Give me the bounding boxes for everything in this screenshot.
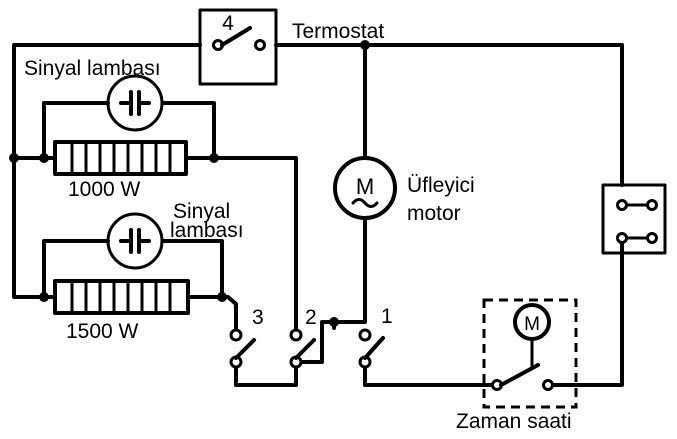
wire-lamp-bottom-loop [42,239,224,299]
switch-4-label: 4 [222,12,234,35]
blower-motor-symbol: M [356,174,374,199]
blower-motor-label-line2: motor [407,202,461,225]
signal-lamp-bottom-label-line1: Sinyal [173,200,230,223]
signal-lamp-top-icon [106,74,164,132]
terminal-block [601,183,667,255]
switch-3-contact-top [229,328,243,342]
junction-dot [209,153,219,163]
signal-lamp-bottom-electrodes [119,228,151,254]
wire-switch1-timer [363,360,494,387]
terminal-contact [616,199,628,211]
terminal-contact [616,232,628,244]
junction-dot [9,153,19,163]
timer-box [482,298,578,409]
switch-2-label: 2 [305,306,317,329]
blower-motor-label-line1: Üfleyici [407,174,475,197]
switch-2-contact-top [289,328,303,342]
blower-motor-tilde [351,198,379,208]
switch-3-blade [234,338,256,360]
thermostat-box [198,8,278,86]
wire-top-left [12,43,202,160]
heater-1000w-label: 1000 W [68,178,141,201]
signal-lamp-bottom-label-line2: lambası [170,219,244,242]
junction-dot [217,292,227,302]
switch-2-blade [294,338,316,360]
timer-contact-right [542,379,554,391]
terminal-links [625,203,649,240]
switch-3-label: 3 [252,306,264,329]
switch-1-contact-top [358,328,372,342]
junction-dot [39,153,49,163]
timer-motor-symbol: M [524,314,540,335]
junction-dot [360,40,370,50]
wire-timer-right [546,236,624,387]
heater-1500w-coils [70,279,172,315]
thermostat-contact-right [254,39,266,51]
timer-label: Zaman saati [456,410,572,433]
terminal-contact [646,199,658,211]
switch-1-label: 1 [381,305,393,328]
heater-1000w-coils [70,140,172,176]
heater-1500w-element [53,279,190,315]
terminal-contact [646,232,658,244]
wire-switch-commons [234,320,336,387]
wire-1000-out [184,156,298,335]
signal-lamp-top-label: Sinyal lambası [24,57,161,80]
blower-motor-icon [333,156,397,220]
signal-lamp-top-electrodes [119,90,151,116]
heater-1000w-element [53,140,188,176]
wire-1500-out [186,295,238,335]
wire-top-right [274,43,624,187]
wire-left-bus [12,156,46,299]
junction-dot [39,292,49,302]
switch-1-blade [363,336,385,360]
thermostat-label: Termostat [292,20,384,43]
thermostat-switch-blade [220,26,252,47]
heater-1500w-label: 1500 W [66,320,139,343]
junction-dot [329,317,339,327]
signal-lamp-bottom-icon [106,212,164,270]
wire-lamp-top-loop [42,101,216,160]
timer-switch-blade [499,363,540,387]
